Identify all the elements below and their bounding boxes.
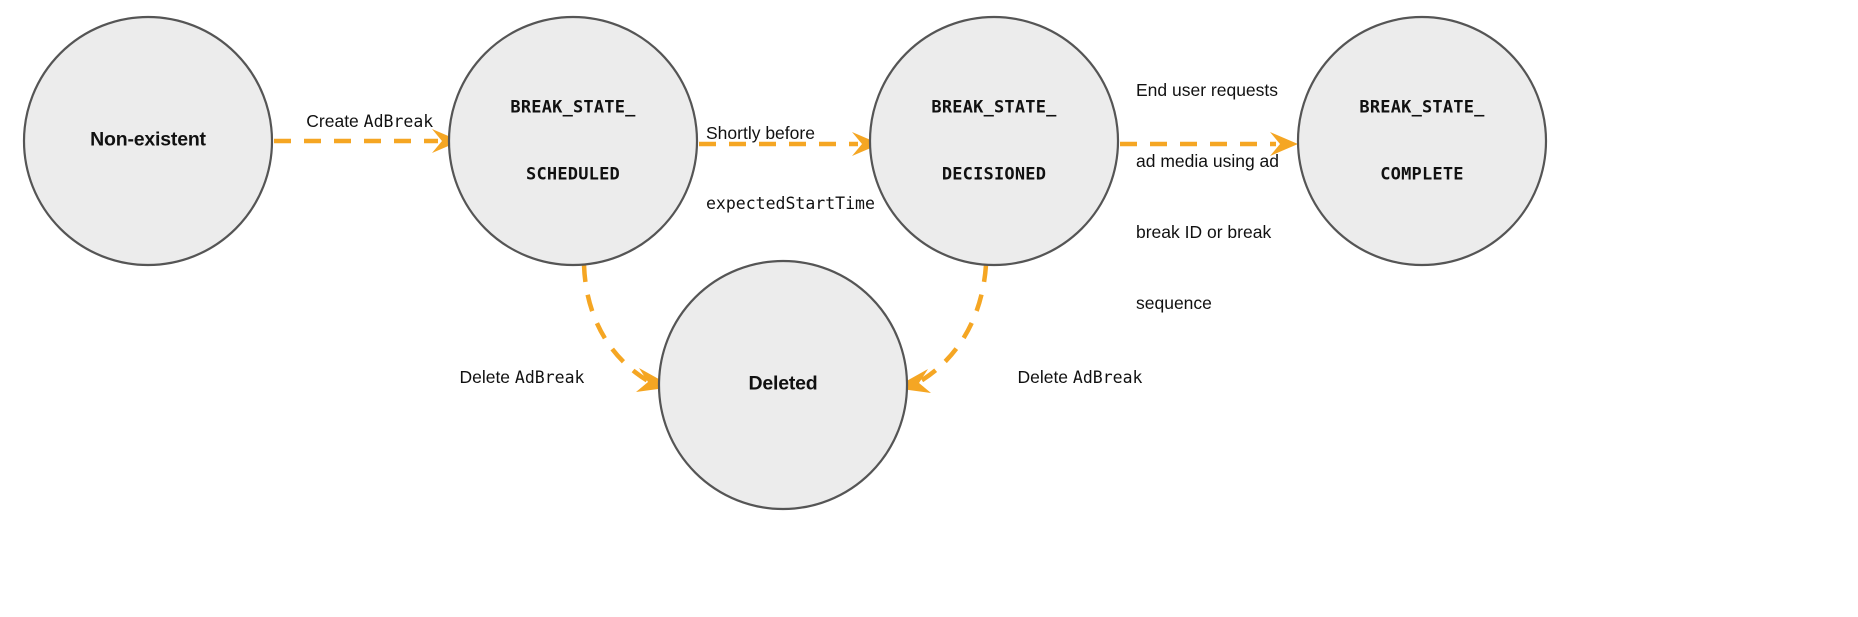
node-break-state-decisioned[interactable] — [868, 15, 1120, 267]
edge-end-user-requests-arrowhead — [1270, 132, 1298, 156]
node-break-state-scheduled[interactable] — [447, 15, 699, 267]
edge-create-adbreak — [274, 129, 460, 153]
edge-shortly-before-arrowhead — [852, 132, 880, 156]
node-break-state-complete[interactable] — [1296, 15, 1548, 267]
edge-end-user-requests-ad-media — [1120, 132, 1298, 156]
edge-delete-adbreak-from-decisioned — [894, 264, 989, 393]
edge-delete-from-scheduled-path — [581, 264, 657, 387]
node-deleted[interactable] — [657, 259, 909, 511]
edge-delete-from-decisioned-path — [910, 264, 989, 388]
node-non-existent[interactable] — [22, 15, 274, 267]
edge-create-adbreak-arrowhead — [432, 129, 460, 153]
edge-shortly-before-expected-start-time — [699, 132, 880, 156]
